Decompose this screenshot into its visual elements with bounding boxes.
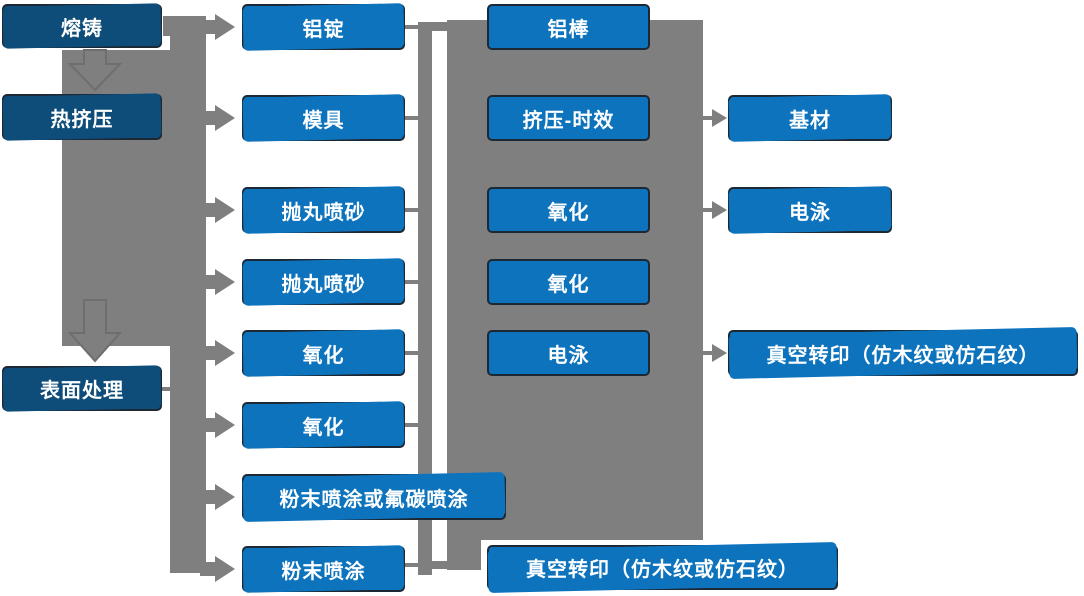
surface-treatment-stub [160,387,174,391]
node-label: 模具 [302,109,345,132]
stub-oxidation-2 [405,423,420,427]
node-label: 抛丸喷砂 [281,273,366,296]
arrow-to-base-material [703,109,727,127]
node-label: 真空转印（仿木纹或仿石纹） [766,344,1040,367]
node-label: 抛丸喷砂 [281,201,366,224]
node-melting-casting: 熔铸 [2,4,162,48]
node-label: 熔铸 [61,17,103,40]
node-hot-extrusion: 热挤压 [2,94,162,140]
node-label: 氧化 [302,416,345,439]
node-shot-blasting-1: 抛丸喷砂 [242,187,405,233]
node-label: 电泳 [789,201,831,224]
stub-shot-blasting-2 [405,280,420,284]
node-powder-or-fluorocarbon-coating: 粉末喷涂或氟碳喷涂 [242,474,506,520]
node-vacuum-transfer-1: 真空转印（仿木纹或仿石纹） [487,545,838,590]
arrow-to-powder-fluorocarbon [200,484,235,510]
node-label: 真空转印（仿木纹或仿石纹） [526,559,799,581]
node-label: 氧化 [302,344,345,367]
arrow-down-to-hot-extrusion [67,49,123,92]
node-electrophoresis-2: 电泳 [728,187,892,233]
node-label: 铝棒 [547,18,590,41]
node-shot-blasting-2: 抛丸喷砂 [242,259,405,305]
node-aluminum-ingot: 铝锭 [242,4,405,50]
node-aluminum-rod: 铝棒 [487,4,650,50]
node-label: 氧化 [547,201,590,224]
arrow-to-electrophoresis [703,201,727,219]
mid-rail-bottom-elbow [418,561,454,569]
node-oxidation-4: 氧化 [487,259,650,305]
stub-oxidation-1 [405,351,420,355]
arrow-down-to-surface-treatment [67,299,123,363]
node-label: 粉末喷涂 [281,560,366,583]
node-oxidation-2: 氧化 [242,402,405,448]
node-vacuum-transfer-2: 真空转印（仿木纹或仿石纹） [728,330,1078,376]
mid-rail [418,22,432,575]
node-label: 挤压-时效 [522,109,615,132]
stub-mold [405,116,420,120]
arrow-to-aluminum-ingot [200,14,235,40]
node-label: 铝锭 [302,18,345,41]
node-label: 粉末喷涂或氟碳喷涂 [279,488,469,511]
stub-shot-blasting-1 [405,208,420,212]
arrow-to-shot-blasting-1 [200,197,235,223]
node-electrophoresis-1: 电泳 [487,330,650,376]
arrow-to-vacuum-transfer [703,344,727,362]
node-label: 基材 [789,109,831,132]
node-label: 表面处理 [40,380,124,402]
node-label: 电泳 [547,344,590,367]
node-base-material: 基材 [728,95,892,141]
mid-rail-top-stub [428,22,450,31]
node-extrusion-aging: 挤压-时效 [487,95,650,141]
arrow-to-mold [200,105,235,131]
process-block-tab [447,540,481,570]
arrow-to-oxidation-1 [200,340,235,366]
node-label: 热挤压 [50,108,114,131]
arrow-to-powder-coating [200,556,235,582]
node-oxidation-3: 氧化 [487,187,650,233]
arrow-to-shot-blasting-2 [200,269,235,295]
stub-powder-coating [405,563,420,567]
node-powder-coating: 粉末喷涂 [242,546,405,592]
arrow-to-oxidation-2 [200,412,235,438]
node-oxidation-1: 氧化 [242,330,405,376]
node-surface-treatment: 表面处理 [2,366,162,411]
node-mold: 模具 [242,95,405,141]
node-label: 氧化 [547,273,590,296]
stub-aluminum-ingot [405,25,420,29]
